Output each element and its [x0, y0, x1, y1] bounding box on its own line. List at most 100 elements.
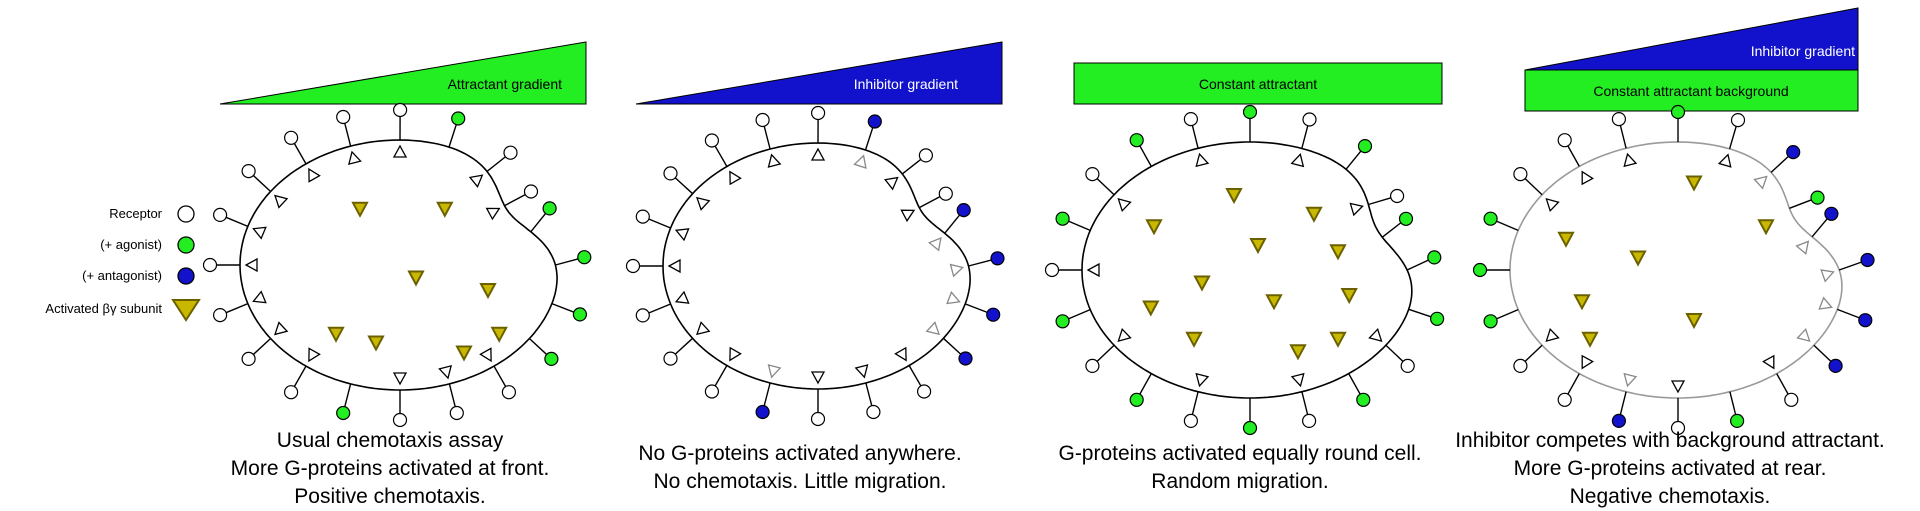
constant-attractant-banner [1073, 62, 1443, 105]
receptor [1557, 354, 1594, 407]
antagonist-ligand [956, 203, 971, 218]
g-protein-triangle [925, 321, 941, 336]
constant-attractant-background-banner [1524, 69, 1859, 112]
receptor-stalk [344, 122, 352, 147]
inhibitor-gradient-banner-2 [1524, 7, 1859, 71]
receptor [555, 250, 592, 266]
g-protein-triangle [438, 364, 452, 380]
receptor-stalk [1067, 308, 1091, 320]
receptor-stalk [1385, 344, 1404, 363]
g-protein-triangle [1818, 296, 1833, 310]
activated-subunit [1340, 288, 1358, 305]
receptor-stalk [918, 195, 941, 209]
receptor-head [336, 109, 351, 125]
receptor [853, 114, 882, 169]
receptor-stalk [1566, 145, 1580, 167]
g-protein-triangle [667, 258, 681, 274]
activated-subunit [1145, 219, 1163, 236]
receptor-head [810, 411, 826, 427]
receptor [1381, 211, 1414, 238]
panel-2: Inhibitor gradient [625, 41, 1005, 427]
g-protein-triangle [348, 150, 362, 166]
receptor-head [503, 145, 518, 160]
receptor-head [704, 384, 720, 399]
receptor-stalk [968, 259, 992, 267]
receptor-head [1085, 167, 1100, 182]
caption-line: Inhibitor competes with background attra… [1455, 429, 1885, 452]
receptor [284, 130, 321, 183]
receptor [1183, 372, 1210, 428]
caption-line: G-proteins activated equally round cell. [1058, 442, 1422, 465]
receptor-head [393, 102, 408, 118]
caption-line: Usual chemotaxis assay [276, 429, 504, 452]
receptor-head [1557, 133, 1572, 148]
g-protein-triangle [810, 371, 826, 385]
g-protein-triangle [1820, 269, 1835, 283]
legend-receptor-icon [177, 205, 195, 223]
activated-subunit [455, 345, 473, 362]
receptor [336, 109, 362, 166]
caption-panel-2: No G-proteins activated anywhere. No che… [580, 440, 1020, 496]
g-protein-triangle [1717, 153, 1732, 168]
g-protein-triangle [946, 291, 961, 305]
receptor [479, 347, 516, 400]
receptor-stalk [964, 303, 988, 314]
activated-subunit [1225, 188, 1243, 205]
g-protein-triangle [729, 170, 742, 186]
receptor [1611, 111, 1638, 168]
receptor [468, 145, 518, 188]
activated-subunit [1581, 331, 1599, 348]
g-protein-triangle [1762, 354, 1775, 370]
g-protein-triangle [695, 196, 711, 211]
inhibitor-gradient-banner [635, 41, 1003, 105]
receptor-stalk [714, 145, 728, 167]
activated-subunit [1329, 244, 1347, 261]
receptor-stalk [1524, 177, 1543, 196]
receptor-stalk [714, 365, 728, 387]
receptor [530, 201, 557, 233]
receptor-stalk [528, 337, 548, 356]
receptor [1472, 262, 1510, 278]
receptor [1729, 391, 1745, 428]
inhibitor-gradient-label: Inhibitor gradient [854, 76, 958, 92]
receptor [1055, 211, 1091, 232]
g-protein-triangle [1117, 327, 1132, 343]
agonist-ligand [1055, 314, 1070, 329]
receptor-stalk [1368, 197, 1392, 206]
legend-agonist-icon [177, 236, 195, 254]
receptor-head [1085, 358, 1100, 373]
receptor-stalk [908, 365, 922, 387]
receptor [755, 364, 782, 420]
receptor [1670, 104, 1686, 142]
receptor-stalk [1138, 373, 1152, 395]
receptor-head [1044, 262, 1060, 278]
receptor [1513, 167, 1560, 213]
receptor-head [501, 385, 516, 400]
g-protein-triangle [810, 147, 826, 161]
receptor-stalk [1619, 124, 1627, 149]
activated-subunit [1249, 238, 1267, 255]
receptor-head [663, 166, 678, 181]
activated-subunit [1685, 313, 1703, 330]
g-protein-triangle [1545, 327, 1560, 343]
receptor [1349, 188, 1405, 217]
receptor-stalk [293, 365, 307, 388]
receptor [1368, 327, 1415, 373]
receptor-stalk [1770, 155, 1790, 173]
legend-subunit-label: Activated βγ subunit [45, 301, 162, 316]
receptor-stalk [486, 155, 507, 172]
cell-4 [1472, 104, 1875, 436]
g-protein-triangle [468, 174, 484, 188]
receptor [1670, 380, 1686, 436]
receptor-stalk [1381, 221, 1402, 238]
agonist-ligand [1729, 413, 1745, 428]
g-protein-triangle [900, 209, 916, 223]
g-protein-triangle [1753, 175, 1768, 190]
antagonist-ligand [958, 351, 973, 366]
g-protein-triangle [1581, 354, 1594, 370]
receptor-head [635, 308, 650, 323]
g-protein-triangle [1795, 240, 1810, 255]
receptor-stalk [1301, 125, 1309, 149]
receptor-stalk [1789, 199, 1813, 209]
receptor [854, 364, 881, 420]
